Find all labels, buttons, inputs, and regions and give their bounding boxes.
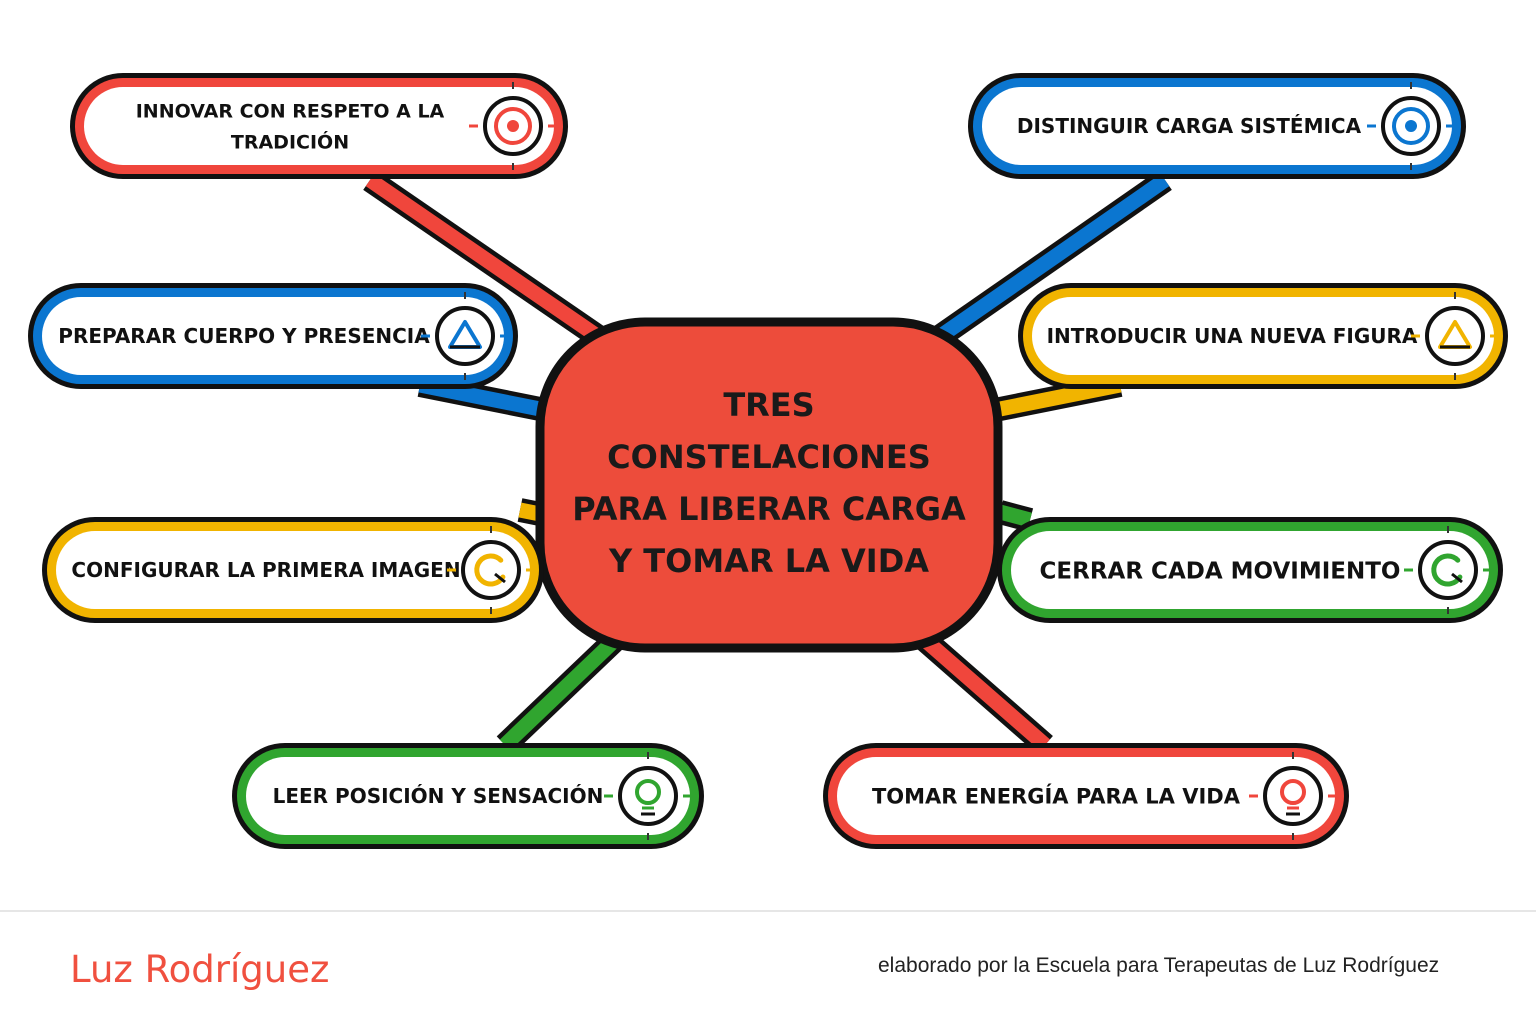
central-topic: TRES CONSTELACIONES PARA LIBERAR CARGA Y TO… bbox=[535, 317, 1003, 653]
mind-map: TRES CONSTELACIONES PARA LIBERAR CARGA Y TO… bbox=[28, 73, 1508, 849]
topic-node-leer: LEER POSICIÓN Y SENSACIÓN bbox=[232, 743, 704, 849]
topic-node-introducir: INTRODUCIR UNA NUEVA FIGURA bbox=[1018, 283, 1508, 389]
topic-label: TRADICIÓN bbox=[231, 129, 349, 153]
open-circle-icon bbox=[1404, 526, 1490, 614]
topic-node-distinguir: DISTINGUIR CARGA SISTÉMICA bbox=[968, 73, 1466, 179]
connectors bbox=[363, 170, 1172, 755]
central-topic-line: Y TOMAR LA VIDA bbox=[608, 542, 929, 580]
connector-preparar bbox=[417, 373, 548, 422]
topic-label: CONFIGURAR LA PRIMERA IMAGEN bbox=[71, 558, 460, 582]
target-icon bbox=[469, 82, 555, 170]
triangle-icon bbox=[1411, 292, 1497, 380]
topic-node-tomar: TOMAR ENERGÍA PARA LA VIDA bbox=[823, 743, 1349, 849]
central-topic-line: TRES bbox=[723, 386, 814, 424]
footer-divider bbox=[0, 910, 1536, 912]
connector-introducir bbox=[992, 373, 1123, 422]
connector-tomar bbox=[917, 630, 1053, 755]
author-name: Luz Rodríguez bbox=[70, 948, 330, 991]
topic-nodes: INNOVAR CON RESPETO A LA TRADICIÓN DISTING… bbox=[28, 73, 1508, 849]
lightbulb-icon bbox=[1249, 752, 1335, 840]
central-topic-line: PARA LIBERAR CARGA bbox=[572, 490, 966, 528]
lightbulb-icon bbox=[604, 752, 690, 840]
connector-cerrar bbox=[996, 500, 1034, 532]
topic-node-cerrar: CERRAR CADA MOVIMIENTO bbox=[997, 517, 1503, 623]
topic-node-innovar: INNOVAR CON RESPETO A LA TRADICIÓN bbox=[70, 73, 568, 179]
connector-leer bbox=[496, 631, 624, 754]
topic-label: CERRAR CADA MOVIMIENTO bbox=[1040, 558, 1401, 584]
topic-label: INTRODUCIR UNA NUEVA FIGURA bbox=[1047, 324, 1418, 348]
target-icon bbox=[1367, 82, 1453, 170]
triangle-icon bbox=[421, 292, 507, 380]
topic-label: INNOVAR CON RESPETO A LA bbox=[136, 100, 445, 122]
topic-label: TOMAR ENERGÍA PARA LA VIDA bbox=[872, 784, 1241, 809]
topic-node-preparar: PREPARAR CUERPO Y PRESENCIA bbox=[28, 283, 518, 389]
topic-label: PREPARAR CUERPO Y PRESENCIA bbox=[58, 324, 430, 348]
connector-innovar bbox=[363, 170, 607, 348]
topic-label: LEER POSICIÓN Y SENSACIÓN bbox=[273, 784, 604, 808]
connector-distinguir bbox=[928, 170, 1172, 350]
central-topic-line: CONSTELACIONES bbox=[607, 438, 931, 476]
topic-node-configurar: CONFIGURAR LA PRIMERA IMAGEN bbox=[42, 517, 544, 623]
central-topic-box bbox=[535, 317, 1003, 653]
open-circle-icon bbox=[447, 526, 533, 614]
credit-text: elaborado por la Escuela para Terapeutas… bbox=[878, 954, 1440, 977]
topic-label: DISTINGUIR CARGA SISTÉMICA bbox=[1017, 114, 1362, 138]
